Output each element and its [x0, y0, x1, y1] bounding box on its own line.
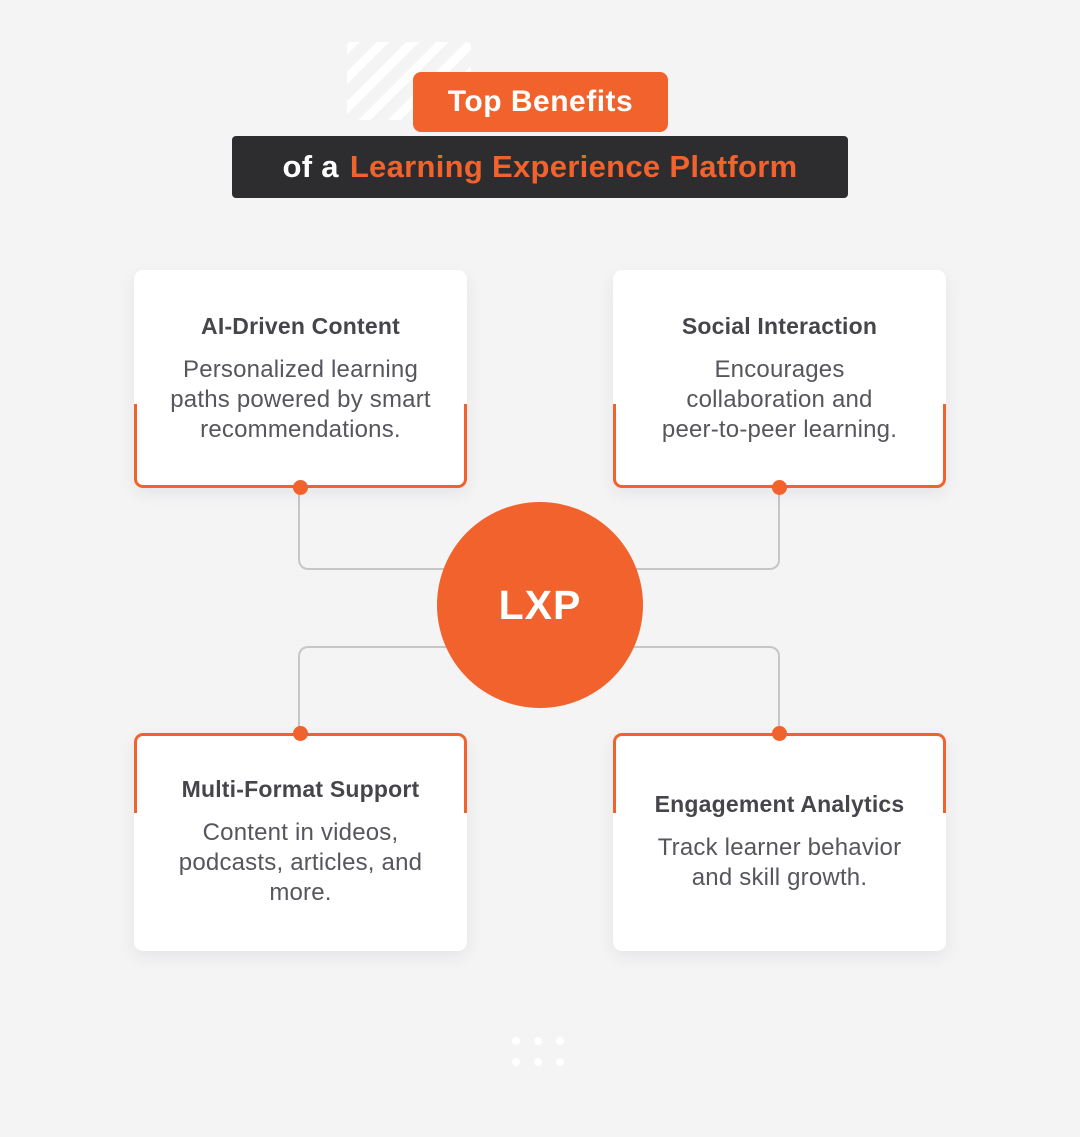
card-body-line: and skill growth.	[691, 864, 868, 891]
dot	[512, 1058, 520, 1066]
connection-dot	[293, 480, 308, 495]
card-title: Engagement Analytics	[654, 791, 905, 817]
card-engagement-analytics: Engagement Analytics Track learner behav…	[613, 726, 946, 951]
card-title: AI-Driven Content	[201, 313, 400, 339]
card-title: Multi-Format Support	[181, 776, 420, 802]
connector-bottom-right	[540, 646, 780, 733]
card-title: Social Interaction	[681, 313, 878, 339]
card-body-line: Encourages	[714, 356, 845, 383]
card-body: Content in videos, podcasts, articles, an…	[156, 818, 445, 908]
connector-top-left	[298, 486, 540, 570]
dots-grid-decoration	[512, 1037, 564, 1066]
connection-dot	[772, 726, 787, 741]
card-body-line: paths powered by smart	[170, 386, 431, 413]
card-body: Encourages collaboration and peer-to-peer …	[635, 355, 924, 445]
dot	[534, 1058, 542, 1066]
dot	[534, 1037, 542, 1045]
card-body-line: Personalized learning	[182, 356, 418, 383]
card-multi-format-support: Multi-Format Support Content in videos, p…	[134, 726, 467, 951]
subtitle-banner: of a Learning Experience Platform	[232, 136, 848, 198]
connection-dot	[293, 726, 308, 741]
card-body-line: Track learner behavior	[657, 834, 902, 861]
lxp-center-node: LXP	[437, 502, 643, 708]
card-body-line: peer-to-peer learning.	[661, 416, 898, 443]
connector-top-right	[540, 486, 780, 570]
card-body: Personalized learning paths powered by sm…	[156, 355, 445, 445]
card-social-interaction: Social Interaction Encourages collaborati…	[613, 270, 946, 495]
subtitle-prefix: of a	[282, 149, 339, 184]
title-badge: Top Benefits	[413, 72, 668, 132]
card-body-line: recommendations.	[200, 416, 401, 443]
lxp-label: LXP	[498, 581, 582, 628]
card-ai-driven-content: AI-Driven Content Personalized learning p…	[134, 270, 467, 495]
card-body-line: collaboration and	[686, 386, 873, 413]
card-body-line: Content in videos,	[202, 819, 399, 846]
card-body: Track learner behavior and skill growth.	[635, 833, 924, 893]
dot	[556, 1037, 564, 1045]
connector-bottom-left	[298, 646, 540, 733]
dot	[512, 1037, 520, 1045]
card-body-line: more.	[269, 879, 332, 906]
dot	[556, 1058, 564, 1066]
card-body-line: podcasts, articles, and	[178, 849, 423, 876]
connection-dot	[772, 480, 787, 495]
title-badge-label: Top Benefits	[447, 85, 634, 118]
subtitle-highlight: Learning Experience Platform	[349, 149, 798, 184]
